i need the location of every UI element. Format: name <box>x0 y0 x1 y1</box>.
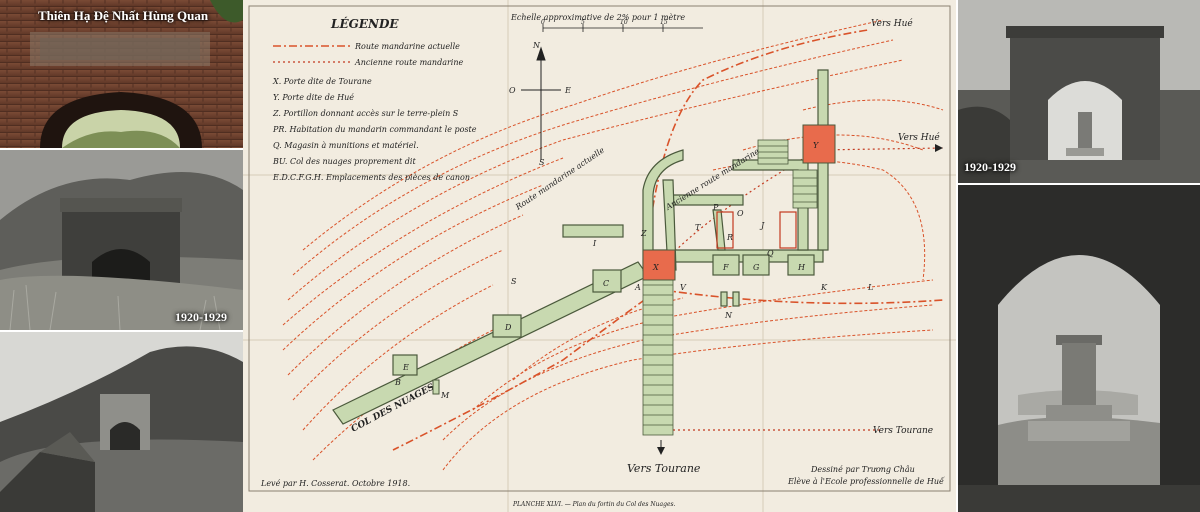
point-z: Z <box>640 229 647 238</box>
point-o: O <box>737 209 744 218</box>
point-c: C <box>603 279 609 288</box>
credit-leve: Levé par H. Cosserat. Octobre 1918. <box>260 479 410 488</box>
photo-caption: 1920-1929 <box>964 160 1016 174</box>
photo-gate-stele: 1920-1929 <box>958 0 1200 183</box>
point-v: V <box>680 283 687 292</box>
scale-tick: 15 <box>660 19 668 26</box>
legend-item: Ancienne route mandarine <box>354 58 464 67</box>
credit-dessine: Dessiné par Trương Châu <box>810 465 915 474</box>
legend-item: BU. Col des nuages proprement dit <box>272 157 416 166</box>
legend-item: X. Porte dite de Tourane <box>272 77 372 86</box>
point-i: I <box>592 239 597 248</box>
scale-text: Echelle approximative de 2% pour 1 mètre <box>510 13 685 22</box>
point-s: S <box>511 277 517 286</box>
compass-rose <box>521 46 561 160</box>
legend-item: Route mandarine actuelle <box>354 42 460 51</box>
label-route-actuelle: Route mandarine actuelle <box>513 145 606 212</box>
label-vers-tourane-right: Vers Tourane <box>873 426 933 436</box>
compass-e: E <box>564 86 571 95</box>
photo-gate-ruin <box>0 332 243 512</box>
legend-item: Q. Magasin à munitions et matériel. <box>273 141 419 150</box>
legend-title: LÉGENDE <box>330 16 399 31</box>
scale-tick: 10 <box>620 19 628 26</box>
compass-s: S <box>539 158 545 167</box>
label-vers-hue-right: Vers Hué <box>898 132 940 143</box>
point-t: T <box>695 223 701 232</box>
point-l: L <box>867 283 873 292</box>
photo-gate-front: Thiên Hạ Đệ Nhất Hùng Quan <box>0 0 243 148</box>
compass-o: O <box>509 86 516 95</box>
point-x: X <box>652 263 659 272</box>
point-j: J <box>759 221 765 230</box>
compass-n: N <box>532 41 541 50</box>
plate-caption: PLANCHE XLVI. — Plan du fortin du Col de… <box>512 501 676 508</box>
point-r: R <box>726 233 733 242</box>
point-a: A <box>634 283 641 292</box>
label-vers-hue-top: Vers Hué <box>871 18 913 29</box>
legend-item: Y. Porte dite de Hué <box>273 93 354 102</box>
photo-caption: 1920-1929 <box>175 310 227 324</box>
point-y: Y <box>813 141 819 150</box>
point-e: E <box>402 363 409 372</box>
legend-item: E.D.C.F.G.H. Emplacements des pièces de … <box>272 173 470 182</box>
scale-tick: 5 <box>581 19 585 26</box>
label-vers-tourane-bottom: Vers Tourane <box>627 462 701 475</box>
legend-item: Z. Portillon donnant accès sur le terre-… <box>272 109 459 118</box>
point-d: D <box>504 323 512 332</box>
point-m: M <box>440 391 450 400</box>
point-q: Q <box>767 249 774 258</box>
point-h: H <box>797 263 806 272</box>
scale-tick: 0 <box>541 19 545 26</box>
point-p: P <box>712 203 719 212</box>
credit-eleve: Elève à l'Ecole professionnelle de Huế <box>787 477 945 486</box>
point-k: K <box>820 283 828 292</box>
point-f: F <box>722 263 729 272</box>
photo-arch-interior <box>958 185 1200 512</box>
photo-gate-hillside: 1920-1929 <box>0 150 243 330</box>
photo-caption: Thiên Hạ Đệ Nhất Hùng Quan <box>38 8 209 23</box>
point-g: G <box>753 263 760 272</box>
fort-plan-map: LÉGENDE Route mandarine actuelle Ancienn… <box>243 0 956 512</box>
legend-item: PR. Habitation du mandarin commandant le… <box>272 125 477 134</box>
point-b: B <box>394 378 401 387</box>
point-n: N <box>724 311 733 320</box>
